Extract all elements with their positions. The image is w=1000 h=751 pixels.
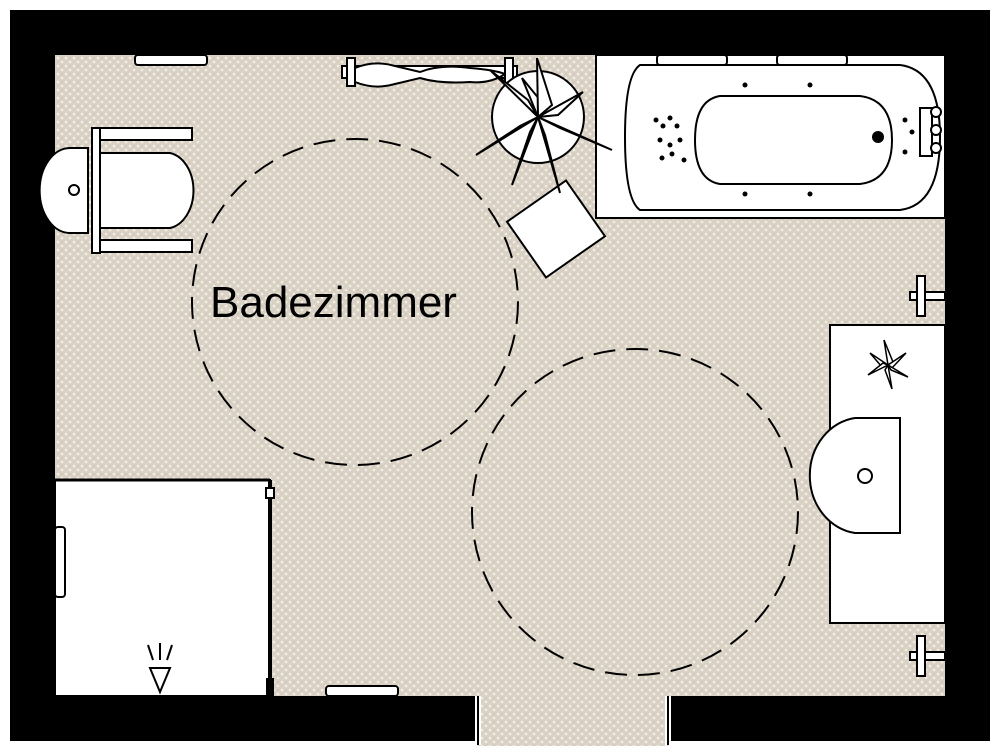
wc-icon xyxy=(38,127,195,254)
turning-circle-icon xyxy=(471,348,799,676)
plant-icon xyxy=(475,57,613,279)
bathtub-icon xyxy=(595,54,946,219)
towel-rail-icon xyxy=(341,57,518,88)
shower-icon xyxy=(54,478,275,697)
door-icon xyxy=(478,696,668,746)
faucet-icon xyxy=(909,635,946,677)
turning-circle-icon xyxy=(191,138,519,466)
grab-bar-icon xyxy=(325,685,399,697)
faucet-icon xyxy=(919,106,942,157)
faucet-icon xyxy=(909,275,946,317)
sink-icon xyxy=(808,324,946,624)
door-opening[interactable] xyxy=(475,696,671,746)
grab-bar-icon xyxy=(134,54,208,66)
room-label: Badezimmer xyxy=(210,278,457,327)
